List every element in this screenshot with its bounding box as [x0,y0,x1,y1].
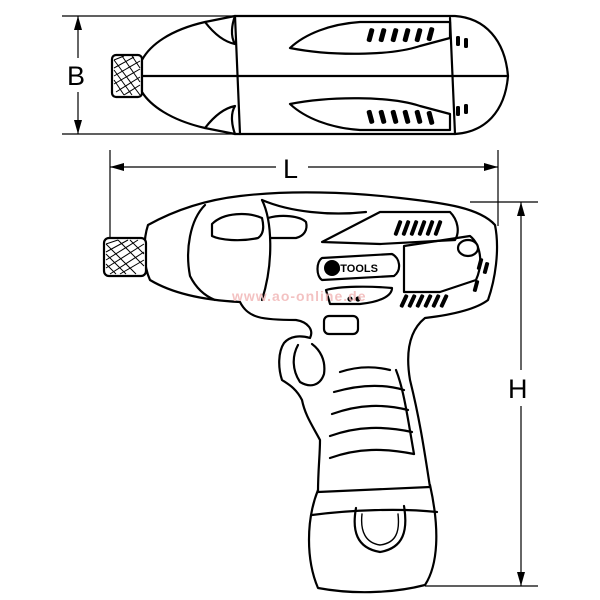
battery-seam [310,508,439,517]
handle-grip-ribs [328,366,416,460]
dimension-label-h: H [508,374,528,404]
top-chuck-knurl [113,55,141,96]
top-vents-upper [366,27,435,43]
vent-panel-top [320,210,459,246]
front-window [210,212,265,242]
led-dot-1 [347,296,353,302]
battery-pack [307,483,438,594]
top-nose-upper [203,14,237,46]
dimension-l: L [109,150,499,258]
top-nose-lower [203,104,237,136]
vents-top [393,220,443,236]
top-grip-lower [288,97,452,132]
battery-latch [353,504,407,554]
top-vents-lower [366,109,435,125]
forward-reverse-button [322,314,360,336]
rear-button [456,238,480,258]
dimension-label-l: L [283,154,298,184]
front-window-2 [266,214,308,240]
brand-logo: KSTOOLS [316,252,401,282]
dimension-b: B [62,15,240,135]
vents-lower [399,294,449,308]
direction-switch-area [324,285,394,306]
led-dot-2 [355,296,361,302]
top-view [110,14,510,136]
body-front-seam [260,198,272,302]
side-chuck-knurl [105,239,145,275]
dimension-label-b: B [67,61,85,91]
side-view: KSTOOLS [102,191,499,594]
housing-top-line [260,198,368,215]
tool-body [143,191,499,494]
battery-latch-inner [360,513,400,546]
top-grip-upper [288,20,452,55]
vents-rear [472,258,490,292]
trigger [292,342,326,387]
dimension-h: H [425,201,539,587]
top-divider [233,14,242,136]
watermark: www.ao-online.de [231,288,367,304]
nose-seam [187,203,217,302]
brand-logo-text: KSTOOLS [325,263,378,275]
top-rear-vents [456,36,468,116]
